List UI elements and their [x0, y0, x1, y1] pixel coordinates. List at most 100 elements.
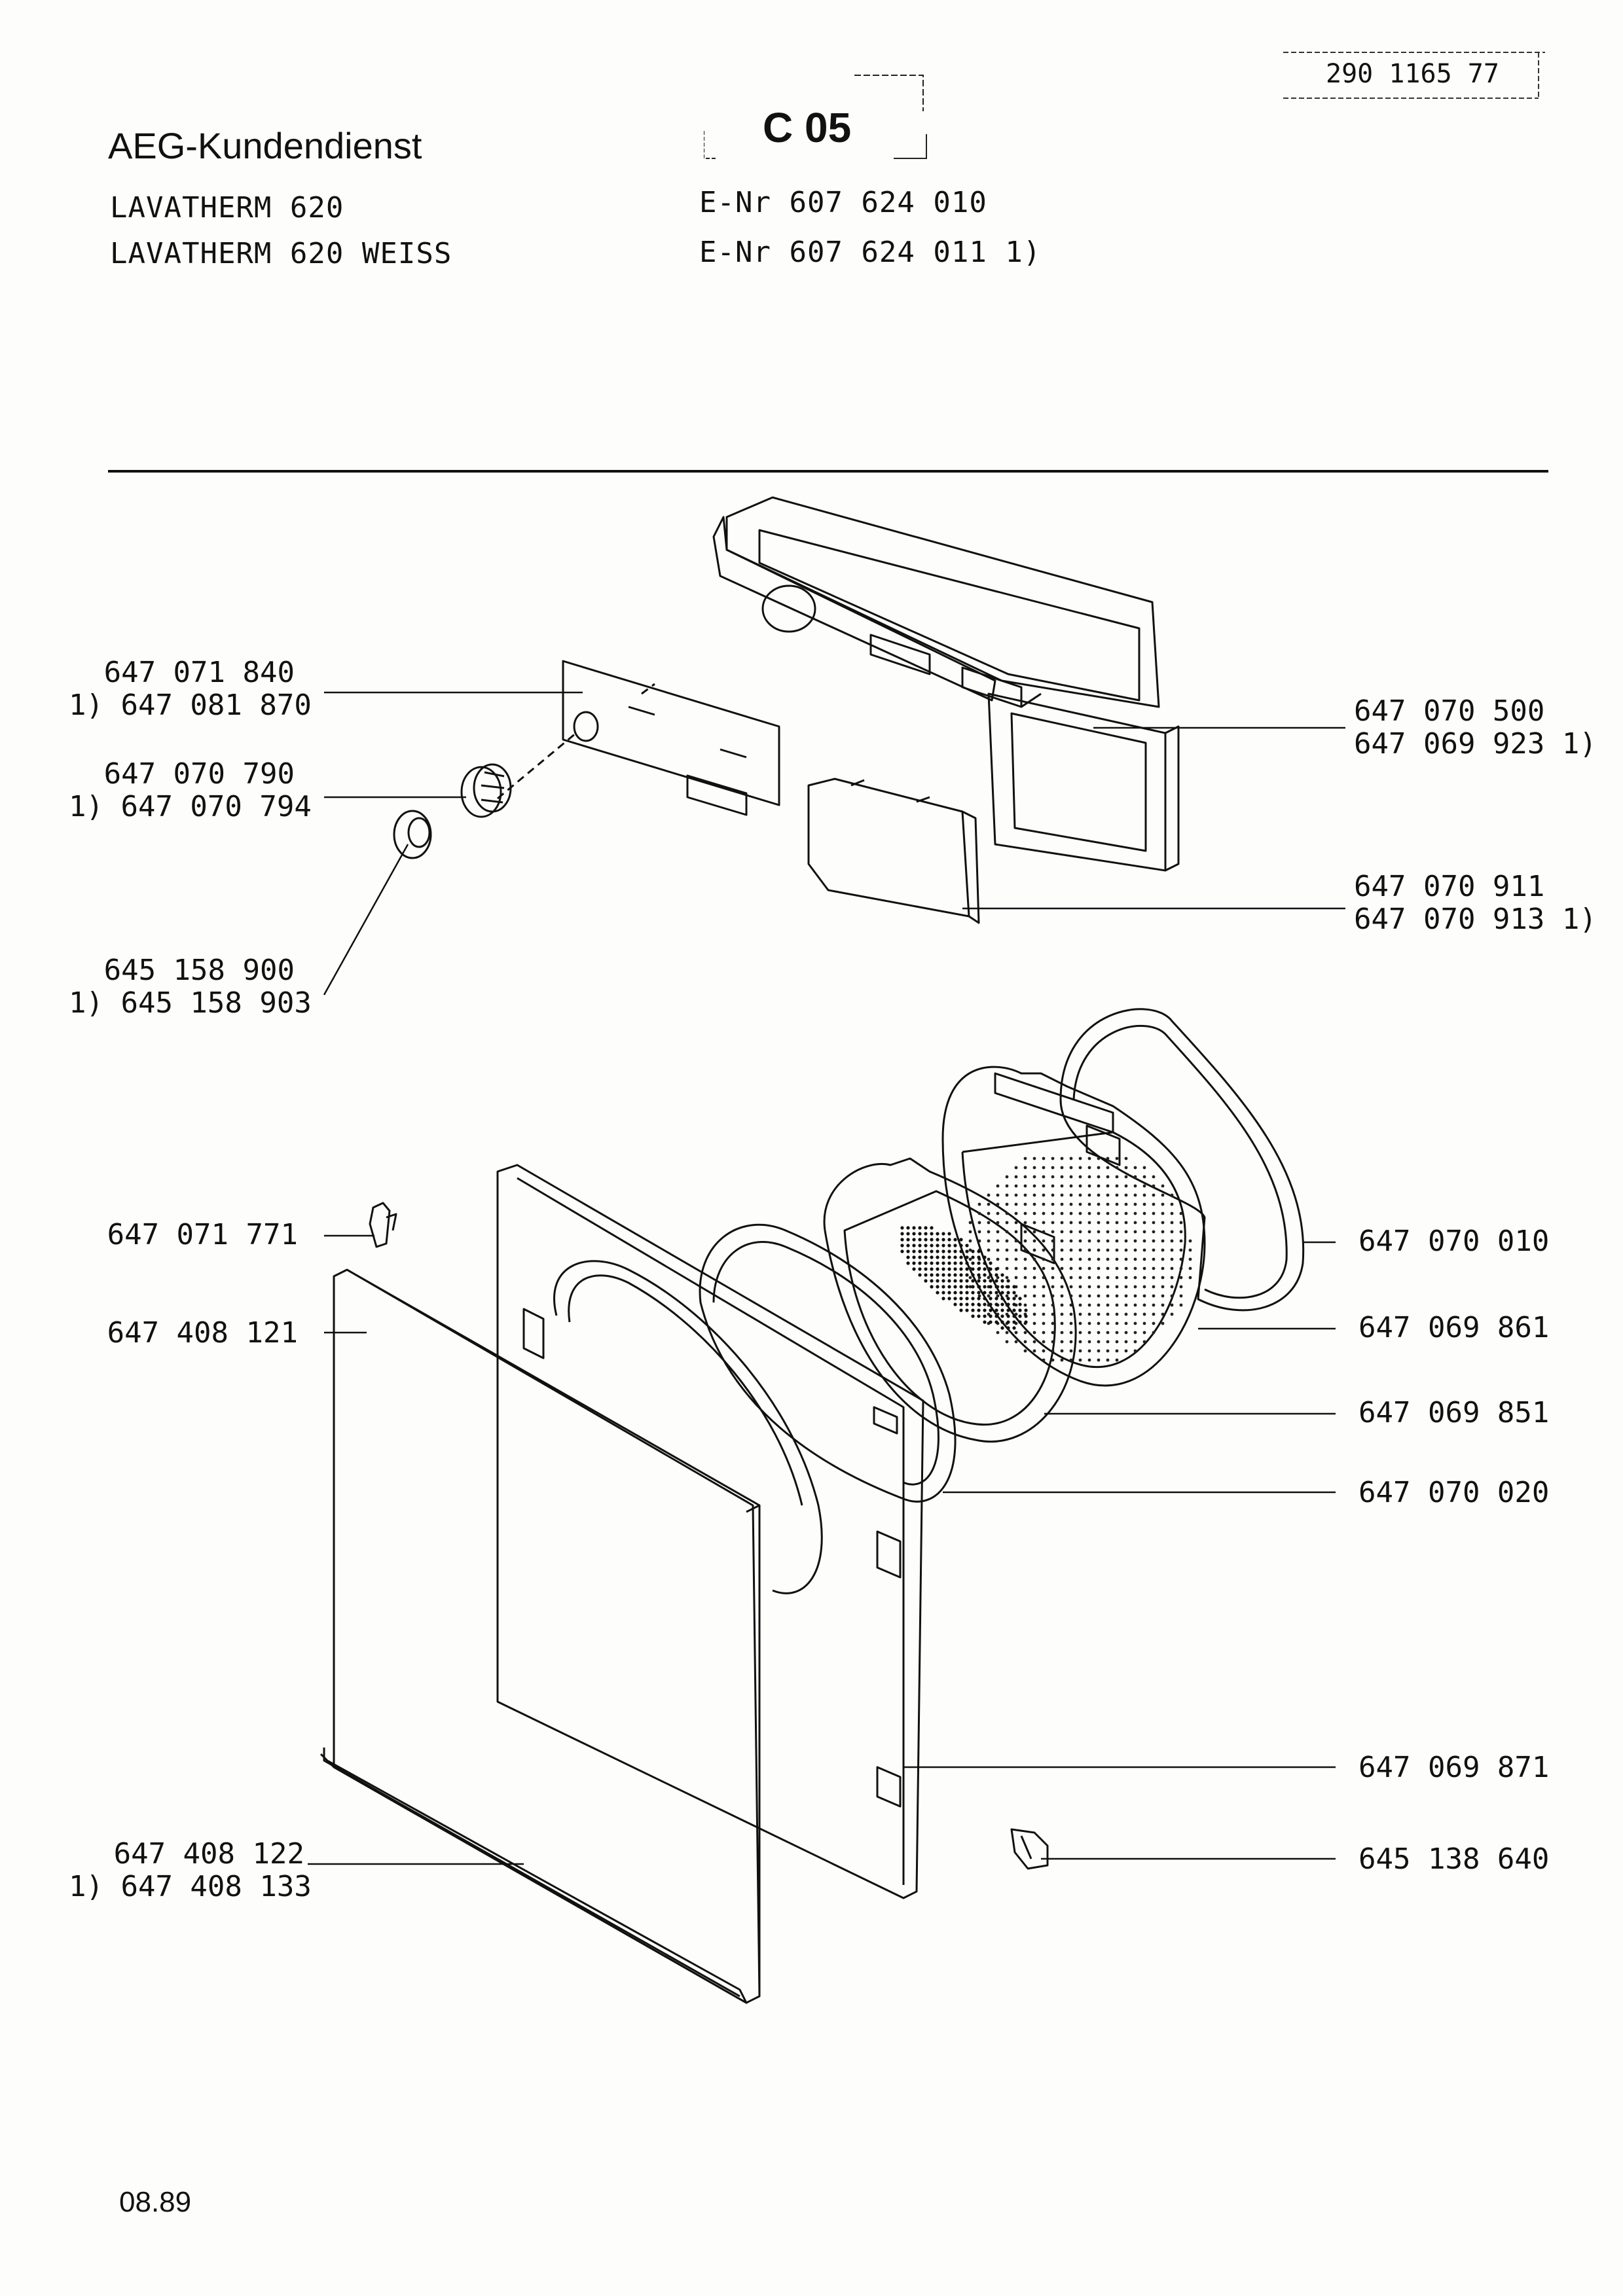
mesh-dot	[1179, 1221, 1183, 1225]
mesh-dot	[1097, 1248, 1101, 1252]
mesh-dot	[1124, 1257, 1128, 1261]
section-code-frame	[703, 75, 927, 159]
mesh-dot	[1124, 1211, 1128, 1215]
mesh-dot	[1124, 1294, 1128, 1298]
mesh-dot	[994, 1285, 998, 1289]
mesh-dot	[1005, 1248, 1009, 1252]
mesh-dot	[953, 1255, 957, 1259]
mesh-dot	[900, 1244, 904, 1247]
mesh-dot	[959, 1249, 963, 1253]
mesh-dot	[1133, 1303, 1137, 1307]
mesh-dot	[965, 1291, 969, 1295]
mesh-dot	[1000, 1314, 1004, 1318]
mesh-dot	[947, 1255, 951, 1259]
mesh-dot	[1188, 1248, 1192, 1252]
mesh-dot	[1060, 1312, 1064, 1316]
mesh-dot	[1124, 1331, 1128, 1335]
mesh-dot	[1142, 1239, 1146, 1243]
mesh-dot	[1133, 1312, 1137, 1316]
mesh-dot	[989, 1297, 993, 1300]
mesh-dot	[936, 1244, 939, 1247]
filter-mesh-dense	[900, 1226, 1028, 1330]
mesh-dot	[924, 1238, 928, 1242]
mesh-dot	[1115, 1276, 1119, 1280]
mesh-dot	[1142, 1312, 1146, 1316]
mesh-dot	[1042, 1184, 1046, 1188]
mesh-dot	[959, 1267, 963, 1271]
mesh-dot	[983, 1320, 987, 1324]
mesh-dot	[906, 1261, 910, 1265]
mesh-dot	[1179, 1294, 1183, 1298]
mesh-dot	[1152, 1312, 1156, 1316]
mesh-dot	[947, 1273, 951, 1277]
mesh-dot	[947, 1238, 951, 1242]
mesh-dot	[1152, 1230, 1156, 1234]
mesh-dot	[947, 1249, 951, 1253]
mesh-dot	[1023, 1184, 1027, 1188]
mesh-dot	[1142, 1276, 1146, 1280]
mesh-dot	[1032, 1340, 1036, 1344]
mesh-dot	[953, 1302, 957, 1306]
mesh-dot	[1014, 1239, 1018, 1243]
mesh-dot	[947, 1285, 951, 1289]
mesh-dot	[1051, 1175, 1055, 1179]
mesh-dot	[1032, 1285, 1036, 1289]
mesh-dot	[930, 1255, 934, 1259]
mesh-dot	[1060, 1358, 1064, 1362]
mesh-dot	[1188, 1276, 1192, 1280]
mesh-dot	[918, 1255, 922, 1259]
mesh-dot	[983, 1261, 987, 1265]
mesh-dot	[1078, 1202, 1082, 1206]
mesh-dot	[987, 1294, 991, 1298]
mesh-dot	[1069, 1358, 1073, 1362]
mesh-dot	[1170, 1211, 1174, 1215]
mesh-dot	[1006, 1302, 1010, 1306]
mesh-dot	[1161, 1303, 1165, 1307]
mesh-dot	[1170, 1285, 1174, 1289]
mesh-dot	[924, 1249, 928, 1253]
mesh-dot	[1005, 1230, 1009, 1234]
mesh-dot	[1087, 1202, 1091, 1206]
mesh-dot	[1124, 1340, 1128, 1344]
mesh-dot	[983, 1302, 987, 1306]
mesh-dot	[968, 1266, 972, 1270]
mesh-dot	[953, 1267, 957, 1271]
mesh-dot	[918, 1273, 922, 1277]
mesh-dot	[1115, 1193, 1119, 1197]
mesh-dot	[1042, 1166, 1046, 1170]
mesh-dot	[1042, 1202, 1046, 1206]
mesh-dot	[1006, 1314, 1010, 1318]
mesh-dot	[1069, 1303, 1073, 1307]
mesh-dot	[953, 1261, 957, 1265]
mesh-dot	[965, 1261, 969, 1265]
mesh-dot	[1042, 1157, 1046, 1160]
mesh-dot	[971, 1291, 975, 1295]
mesh-dot	[965, 1267, 969, 1271]
mesh-dot	[1106, 1184, 1110, 1188]
mesh-dot	[936, 1267, 939, 1271]
mesh-dot	[977, 1202, 981, 1206]
mesh-dot	[1051, 1248, 1055, 1252]
mesh-dot	[983, 1255, 987, 1259]
mesh-dot	[1006, 1279, 1010, 1283]
mesh-dot	[1152, 1303, 1156, 1307]
mesh-dot	[1023, 1202, 1027, 1206]
mesh-dot	[987, 1211, 991, 1215]
mesh-dot	[983, 1267, 987, 1271]
mesh-dot	[1087, 1157, 1091, 1160]
mesh-dot	[971, 1255, 975, 1259]
mesh-dot	[918, 1226, 922, 1230]
mesh-dot	[1005, 1257, 1009, 1261]
model-name-variant: LAVATHERM 620 WEISS	[110, 237, 452, 270]
mesh-dot	[1069, 1221, 1073, 1225]
mesh-dot	[941, 1279, 945, 1283]
mesh-dot	[936, 1249, 939, 1253]
mesh-dot	[1133, 1276, 1137, 1280]
mesh-dot	[941, 1291, 945, 1295]
mesh-dot	[1115, 1312, 1119, 1316]
mesh-dot	[1097, 1193, 1101, 1197]
mesh-dot	[918, 1232, 922, 1236]
mesh-dot	[1161, 1211, 1165, 1215]
mesh-dot	[1152, 1248, 1156, 1252]
